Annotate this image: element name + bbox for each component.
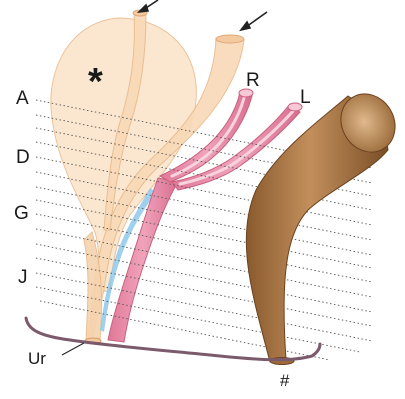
- level-label-a: A: [16, 88, 29, 109]
- arrowhead: [139, 5, 148, 12]
- arrowhead: [241, 22, 250, 30]
- arrow-right: [241, 12, 267, 30]
- right-label: R: [246, 70, 260, 91]
- level-label-j: J: [18, 267, 28, 288]
- arrow-top: [139, 0, 158, 12]
- star-label: *: [88, 61, 103, 103]
- ureter-pointer: [62, 343, 84, 355]
- bladder-sac: [51, 18, 197, 292]
- hash-label: #: [280, 371, 290, 390]
- ureter-label: Ur: [28, 349, 46, 368]
- right-duct-opening: [216, 35, 244, 43]
- level-label-d: D: [16, 147, 30, 168]
- left-label: L: [300, 87, 311, 108]
- level-line: [36, 258, 372, 326]
- level-label-g: G: [14, 203, 29, 224]
